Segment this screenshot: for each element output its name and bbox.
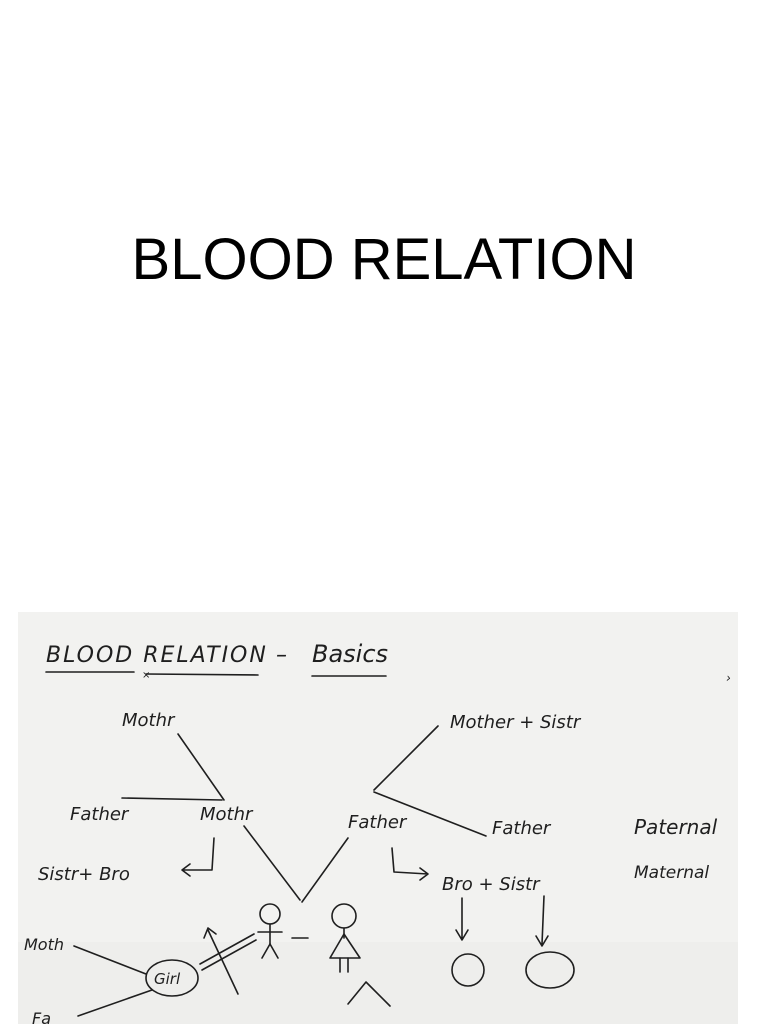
line-grandmother-to-mother bbox=[177, 733, 225, 801]
line-left-father-to-girl bbox=[77, 989, 153, 1017]
whiteboard-heading-part2: Basics bbox=[312, 640, 388, 668]
edge-mark: › bbox=[726, 671, 731, 685]
label-left-father: Fa bbox=[32, 1009, 51, 1024]
whiteboard-drawing: BLOOD RELATION – Basics × › Mothr Father… bbox=[18, 612, 738, 1024]
arrow-father-siblings bbox=[391, 847, 429, 881]
line-girl-to-boy-1 bbox=[199, 933, 255, 965]
cousin-circle-2 bbox=[525, 951, 575, 989]
label-maternal-grandfather: Father bbox=[70, 804, 130, 825]
arrow-down-cousin-2 bbox=[535, 895, 549, 947]
line-grandmother-to-father bbox=[373, 725, 439, 791]
label-left-mother: Moth bbox=[24, 935, 64, 954]
line-left-mother-to-girl bbox=[73, 945, 147, 975]
whiteboard-heading-dash: – bbox=[276, 643, 287, 668]
label-paternal-grandfather: Father bbox=[492, 818, 552, 839]
label-mother-siblings: Sistr+ Bro bbox=[38, 864, 130, 885]
cross-arrow bbox=[203, 927, 239, 995]
line-grandfather-to-mother bbox=[121, 797, 223, 801]
line-father-to-grandfather bbox=[373, 791, 487, 837]
label-mother: Mothr bbox=[200, 804, 254, 825]
arrow-down-cousin-1 bbox=[455, 897, 469, 941]
label-girl: Girl bbox=[154, 970, 181, 988]
line-girl-to-boy-2 bbox=[201, 939, 257, 971]
whiteboard-heading-part1: BLOOD RELATION bbox=[46, 643, 268, 668]
girl-circle bbox=[145, 959, 199, 997]
girl-figure bbox=[329, 903, 391, 1007]
whiteboard-photo: BLOOD RELATION – Basics × › Mothr Father… bbox=[18, 612, 738, 1024]
label-paternal: Paternal bbox=[634, 815, 718, 839]
label-maternal: Maternal bbox=[634, 863, 709, 883]
boy-figure bbox=[257, 903, 283, 959]
slide-title: BLOOD RELATION bbox=[131, 227, 637, 292]
label-father-siblings: Bro + Sistr bbox=[442, 874, 541, 895]
label-maternal-grandmother: Mothr bbox=[122, 710, 176, 731]
heading-underline-2 bbox=[145, 673, 259, 676]
arrow-mother-siblings bbox=[181, 837, 215, 877]
cousin-circle-1 bbox=[451, 953, 485, 987]
heading-mark: × bbox=[142, 670, 150, 681]
label-father: Father bbox=[348, 812, 408, 833]
line-father-to-child bbox=[301, 837, 349, 903]
line-mother-to-child bbox=[243, 825, 301, 901]
label-paternal-grandmother: Mother + Sistr bbox=[450, 712, 582, 733]
